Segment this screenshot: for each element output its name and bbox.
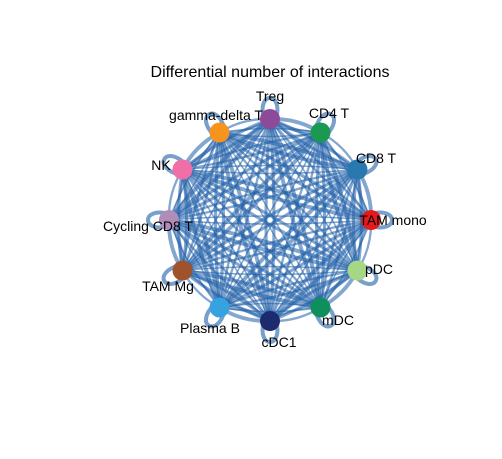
node-label: Treg — [256, 88, 284, 104]
node-label: NK — [151, 157, 171, 173]
interaction-edges — [167, 117, 373, 323]
node-cdc1 — [260, 311, 280, 331]
node-cd8-t — [347, 159, 368, 180]
node-label: pDC — [365, 261, 393, 277]
interaction-edge — [269, 169, 359, 322]
interaction-edge — [181, 168, 322, 309]
node-label: Plasma B — [180, 320, 240, 336]
node-tam-mg — [172, 260, 193, 281]
interaction-edge — [218, 132, 322, 308]
interaction-edge — [217, 132, 226, 308]
interaction-edge — [213, 132, 222, 308]
node-gamma-delta-t — [209, 122, 230, 143]
interaction-edge — [218, 131, 359, 272]
interaction-edge — [218, 132, 322, 308]
node-pdc — [347, 260, 368, 281]
interaction-edge — [182, 168, 358, 175]
self-loops — [146, 96, 394, 344]
self-loop-edge — [353, 154, 379, 177]
interaction-edge — [218, 131, 359, 272]
self-loop-edge — [260, 320, 280, 344]
node-label: CD8 T — [356, 150, 397, 166]
node-label: TAM mono — [359, 212, 427, 228]
interaction-edge — [218, 131, 372, 222]
interaction-edge — [182, 265, 358, 272]
node-treg — [260, 109, 280, 129]
cell-type-nodes — [159, 109, 381, 331]
interaction-edge — [181, 168, 322, 309]
interaction-edge — [217, 132, 272, 322]
node-cd4-t — [310, 122, 331, 143]
node-label: CD4 T — [309, 105, 350, 121]
interaction-edge — [218, 131, 372, 222]
self-loop-edge — [161, 154, 187, 177]
node-mdc — [310, 297, 331, 318]
interaction-edge — [219, 130, 359, 172]
node-plasma-b — [209, 297, 230, 318]
self-loop-edge — [313, 303, 336, 329]
self-loop-edge — [204, 111, 227, 137]
node-tam-mono — [361, 210, 381, 230]
interaction-edge — [181, 118, 271, 271]
interaction-edge — [269, 118, 359, 271]
node-label: mDC — [322, 312, 354, 328]
self-loop-edge — [260, 96, 280, 120]
node-nk — [172, 159, 193, 180]
interaction-edge — [181, 169, 271, 322]
self-loop-edge — [313, 111, 336, 137]
self-loop-edge — [204, 303, 227, 329]
self-loop-edge — [370, 210, 394, 230]
plot-title: Differential number of interactions — [151, 64, 390, 81]
node-label: cDC1 — [261, 334, 296, 350]
node-label: TAM Mg — [142, 278, 194, 294]
self-loop-edge — [161, 263, 187, 286]
node-cycling-cd8-t — [159, 210, 179, 230]
interaction-edge — [181, 132, 221, 271]
node-label: Cycling CD8 T — [103, 218, 193, 234]
self-loop-edge — [146, 210, 170, 230]
node-label: gamma-delta T — [169, 107, 263, 123]
self-loop-edge — [353, 263, 379, 286]
interaction-edge — [217, 131, 272, 322]
